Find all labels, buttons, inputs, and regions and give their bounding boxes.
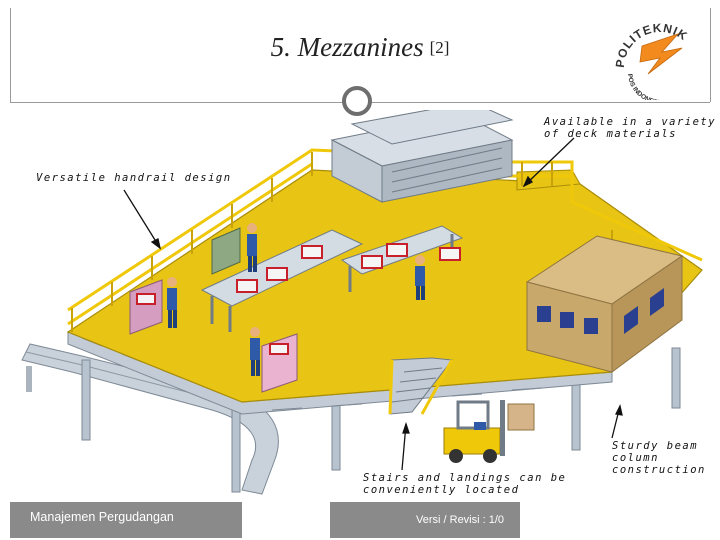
callout-handrail: Versatile handrail design xyxy=(36,172,232,184)
header-right-line xyxy=(710,8,711,102)
lightning-bolt-icon xyxy=(639,33,683,75)
callout-stairs: Stairs and landings can be conveniently … xyxy=(363,472,567,496)
worker xyxy=(247,223,257,272)
svg-text:POS INDONESIA: POS INDONESIA xyxy=(626,73,664,100)
title-reference: [2] xyxy=(429,38,450,57)
header-left-line xyxy=(10,8,11,102)
forklift xyxy=(443,400,535,463)
callout-deck-materials: Available in a variety of deck materials xyxy=(544,116,717,140)
office-cabin xyxy=(525,235,684,373)
worker xyxy=(415,255,425,300)
footer-version: Versi / Revisi : 1/0 xyxy=(330,502,520,538)
stairs xyxy=(388,357,454,415)
boxes xyxy=(236,243,461,293)
politeknik-logo: POLITEKNIK POS INDONESIA xyxy=(613,21,697,100)
logo-text-bottom: POS INDONESIA xyxy=(626,73,664,100)
mezzanine-illustration xyxy=(21,110,703,495)
callout-beam: Sturdy beam column construction xyxy=(612,440,706,476)
shelving-units xyxy=(330,110,514,203)
title-text: 5. Mezzanines xyxy=(270,32,424,62)
carts xyxy=(129,227,298,393)
slide-title: 5. Mezzanines [2] xyxy=(0,32,720,63)
ring-ornament-icon xyxy=(342,86,372,116)
worker xyxy=(250,327,260,376)
worker xyxy=(167,277,177,328)
callout-arrows xyxy=(123,137,623,471)
footer-course-name: Manajemen Pergudangan xyxy=(10,502,242,538)
workers xyxy=(167,223,425,376)
